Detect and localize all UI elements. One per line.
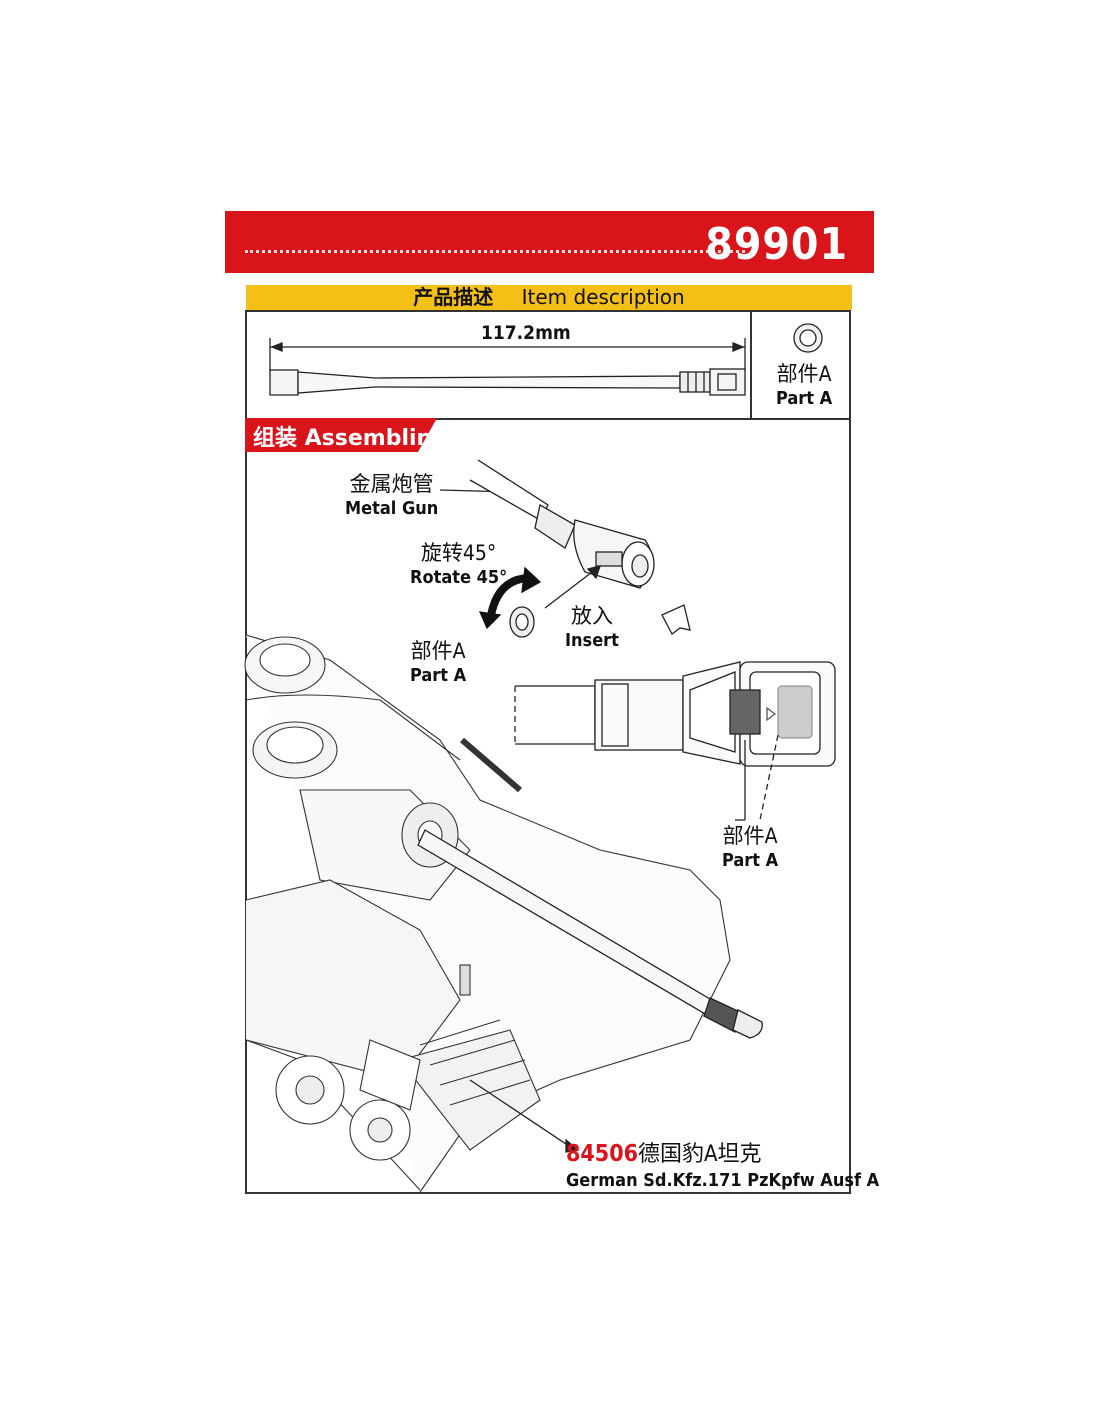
header-banner: 89901	[225, 211, 874, 273]
part-a-right-callout: 部件A Part A	[722, 820, 778, 871]
item-description-en: Item description	[521, 285, 685, 309]
barrel-length-label: 117.2mm	[481, 322, 571, 344]
kit-name-cn: 德国豹A坦克	[638, 1142, 762, 1167]
part-a-left-cn: 部件A	[410, 639, 466, 663]
rotate-callout: 旋转45° Rotate 45°	[410, 537, 507, 588]
part-box-divider	[750, 312, 752, 418]
tank-gun-barrel	[417, 829, 763, 1039]
muzzle-closeup	[514, 661, 836, 821]
product-code: 89901	[705, 219, 848, 270]
item-description-bar: 产品描述 Item description	[246, 285, 852, 310]
part-a-right-cn: 部件A	[722, 824, 778, 848]
part-a-left-en: Part A	[410, 665, 467, 686]
section-divider	[247, 418, 849, 420]
kit-reference: 84506德国豹A坦克 German Sd.Kfz.171 PzKpfw Aus…	[566, 1136, 879, 1191]
rotate-arrow	[478, 566, 542, 630]
insert-en: Insert	[565, 630, 619, 651]
part-box-cn: 部件A	[776, 362, 832, 386]
barrel-drawing	[269, 368, 746, 396]
part-a-ring-top	[793, 323, 823, 353]
item-description-cn: 产品描述	[413, 285, 494, 309]
insert-cn: 放入	[570, 604, 613, 628]
instruction-panel	[245, 310, 851, 1194]
metal-gun-cn: 金属炮管	[349, 472, 434, 496]
kit-number: 84506	[566, 1141, 638, 1167]
kit-name-en: German Sd.Kfz.171 PzKpfw Ausf A	[566, 1170, 880, 1191]
insert-callout: 放入 Insert	[565, 600, 619, 651]
assembling-tag-shape	[245, 418, 437, 452]
metal-gun-callout: 金属炮管 Metal Gun	[345, 468, 438, 519]
metal-gun-en: Metal Gun	[345, 498, 439, 519]
part-box-label: 部件A Part A	[776, 358, 832, 409]
part-a-left-callout: 部件A Part A	[410, 635, 466, 686]
part-box-en: Part A	[776, 388, 833, 409]
rotate-en: Rotate 45°	[410, 567, 508, 588]
assembling-tag: 组装 Assembling	[245, 418, 448, 452]
tank-drawing	[244, 634, 731, 1193]
assembling-label: 组装 Assembling	[253, 426, 448, 451]
part-a-ring-left	[509, 565, 601, 638]
banner-dotted-line	[245, 250, 745, 253]
dimension-line	[269, 338, 746, 372]
rotate-cn: 旋转45°	[420, 541, 497, 565]
part-a-right-en: Part A	[722, 850, 779, 871]
